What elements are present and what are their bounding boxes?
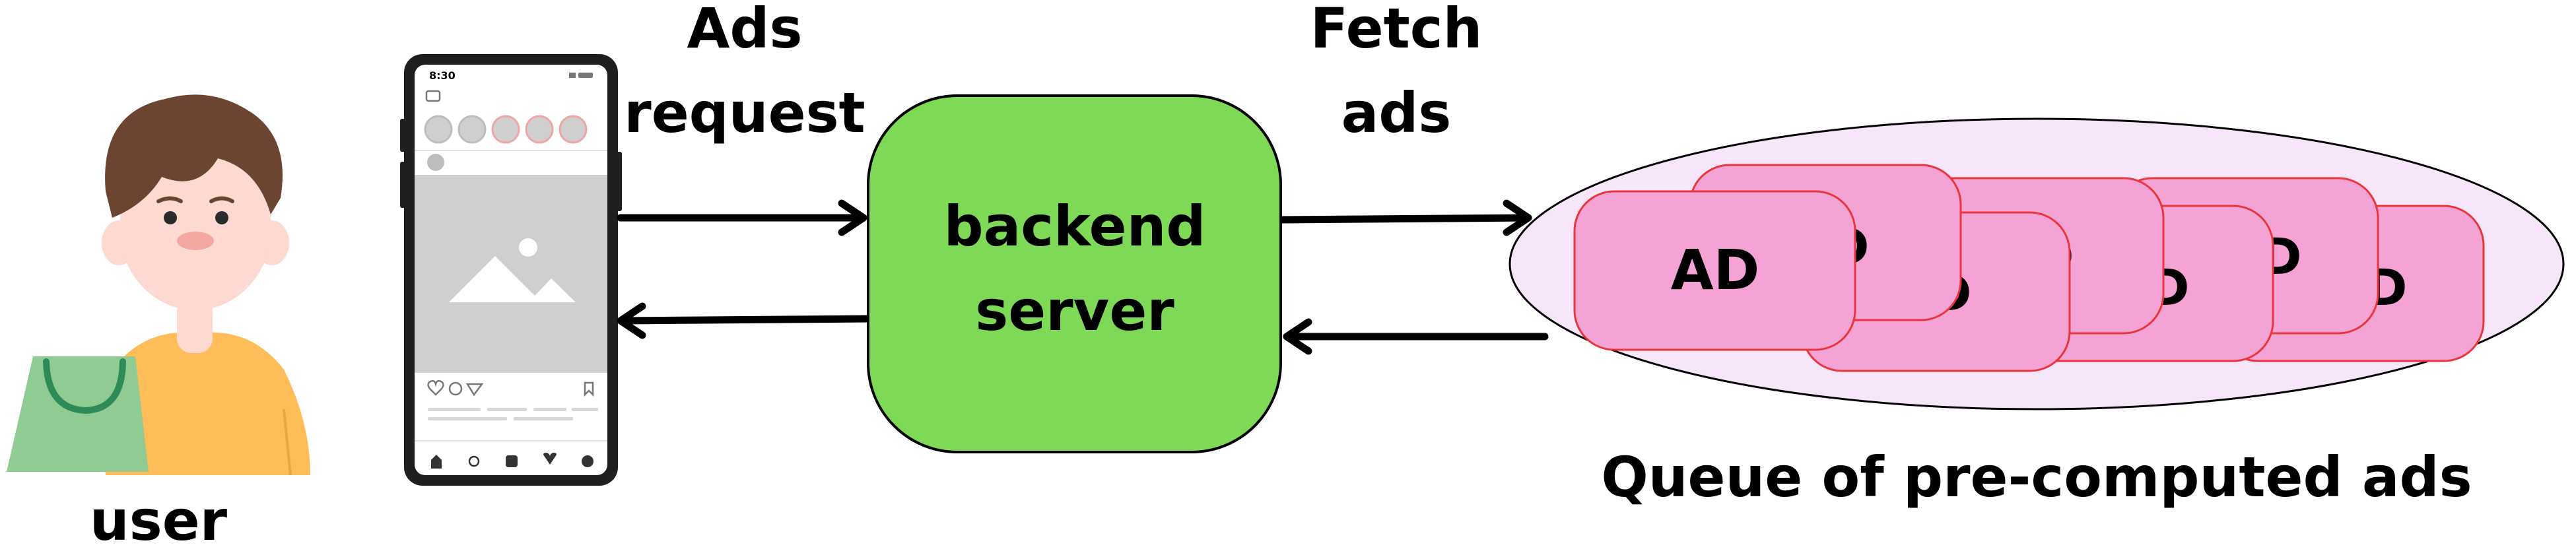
arrow-server-to-phone bbox=[617, 302, 872, 339]
fetch-ads-label-line2: ads bbox=[1341, 81, 1452, 145]
ad-card-label: AD bbox=[1671, 238, 1760, 302]
user-left-eye bbox=[164, 211, 177, 224]
arrow-queue-to-server bbox=[1283, 318, 1549, 355]
smartphone-icon: 8:30 bbox=[400, 54, 622, 486]
stories-row bbox=[424, 115, 588, 144]
camera-icon bbox=[425, 90, 441, 102]
post-avatar bbox=[427, 154, 444, 171]
user-right-eye bbox=[215, 211, 228, 224]
user-figure bbox=[7, 94, 310, 476]
user-neck bbox=[177, 297, 213, 353]
user-label: user bbox=[90, 488, 228, 553]
phone-nav-bar bbox=[431, 453, 593, 469]
image-placeholder-icon bbox=[415, 175, 607, 373]
server-label-line2: server bbox=[975, 278, 1174, 343]
arrow-phone-to-server bbox=[617, 199, 867, 236]
user-shirt bbox=[103, 332, 310, 475]
ads-request-label-line2: request bbox=[624, 81, 865, 145]
phone-status-time: 8:30 bbox=[429, 69, 456, 82]
ad-card-front bbox=[1573, 190, 1856, 351]
ad-cards-stack: D D D D D D AD bbox=[1573, 164, 2485, 372]
post-actions bbox=[427, 379, 594, 397]
user-face bbox=[119, 145, 271, 310]
ads-request-label-line1: Ads bbox=[687, 0, 802, 61]
server-label-line1: backend bbox=[943, 194, 1205, 259]
backend-server-box bbox=[867, 94, 1282, 453]
fetch-ads-label-line1: Fetch bbox=[1310, 0, 1483, 61]
user-hair bbox=[105, 94, 283, 218]
shopping-bag-icon bbox=[7, 356, 149, 472]
user-mouth bbox=[177, 232, 214, 250]
arrow-server-to-queue bbox=[1278, 199, 1532, 236]
queue-label: Queue of pre-computed ads bbox=[1601, 445, 2472, 509]
